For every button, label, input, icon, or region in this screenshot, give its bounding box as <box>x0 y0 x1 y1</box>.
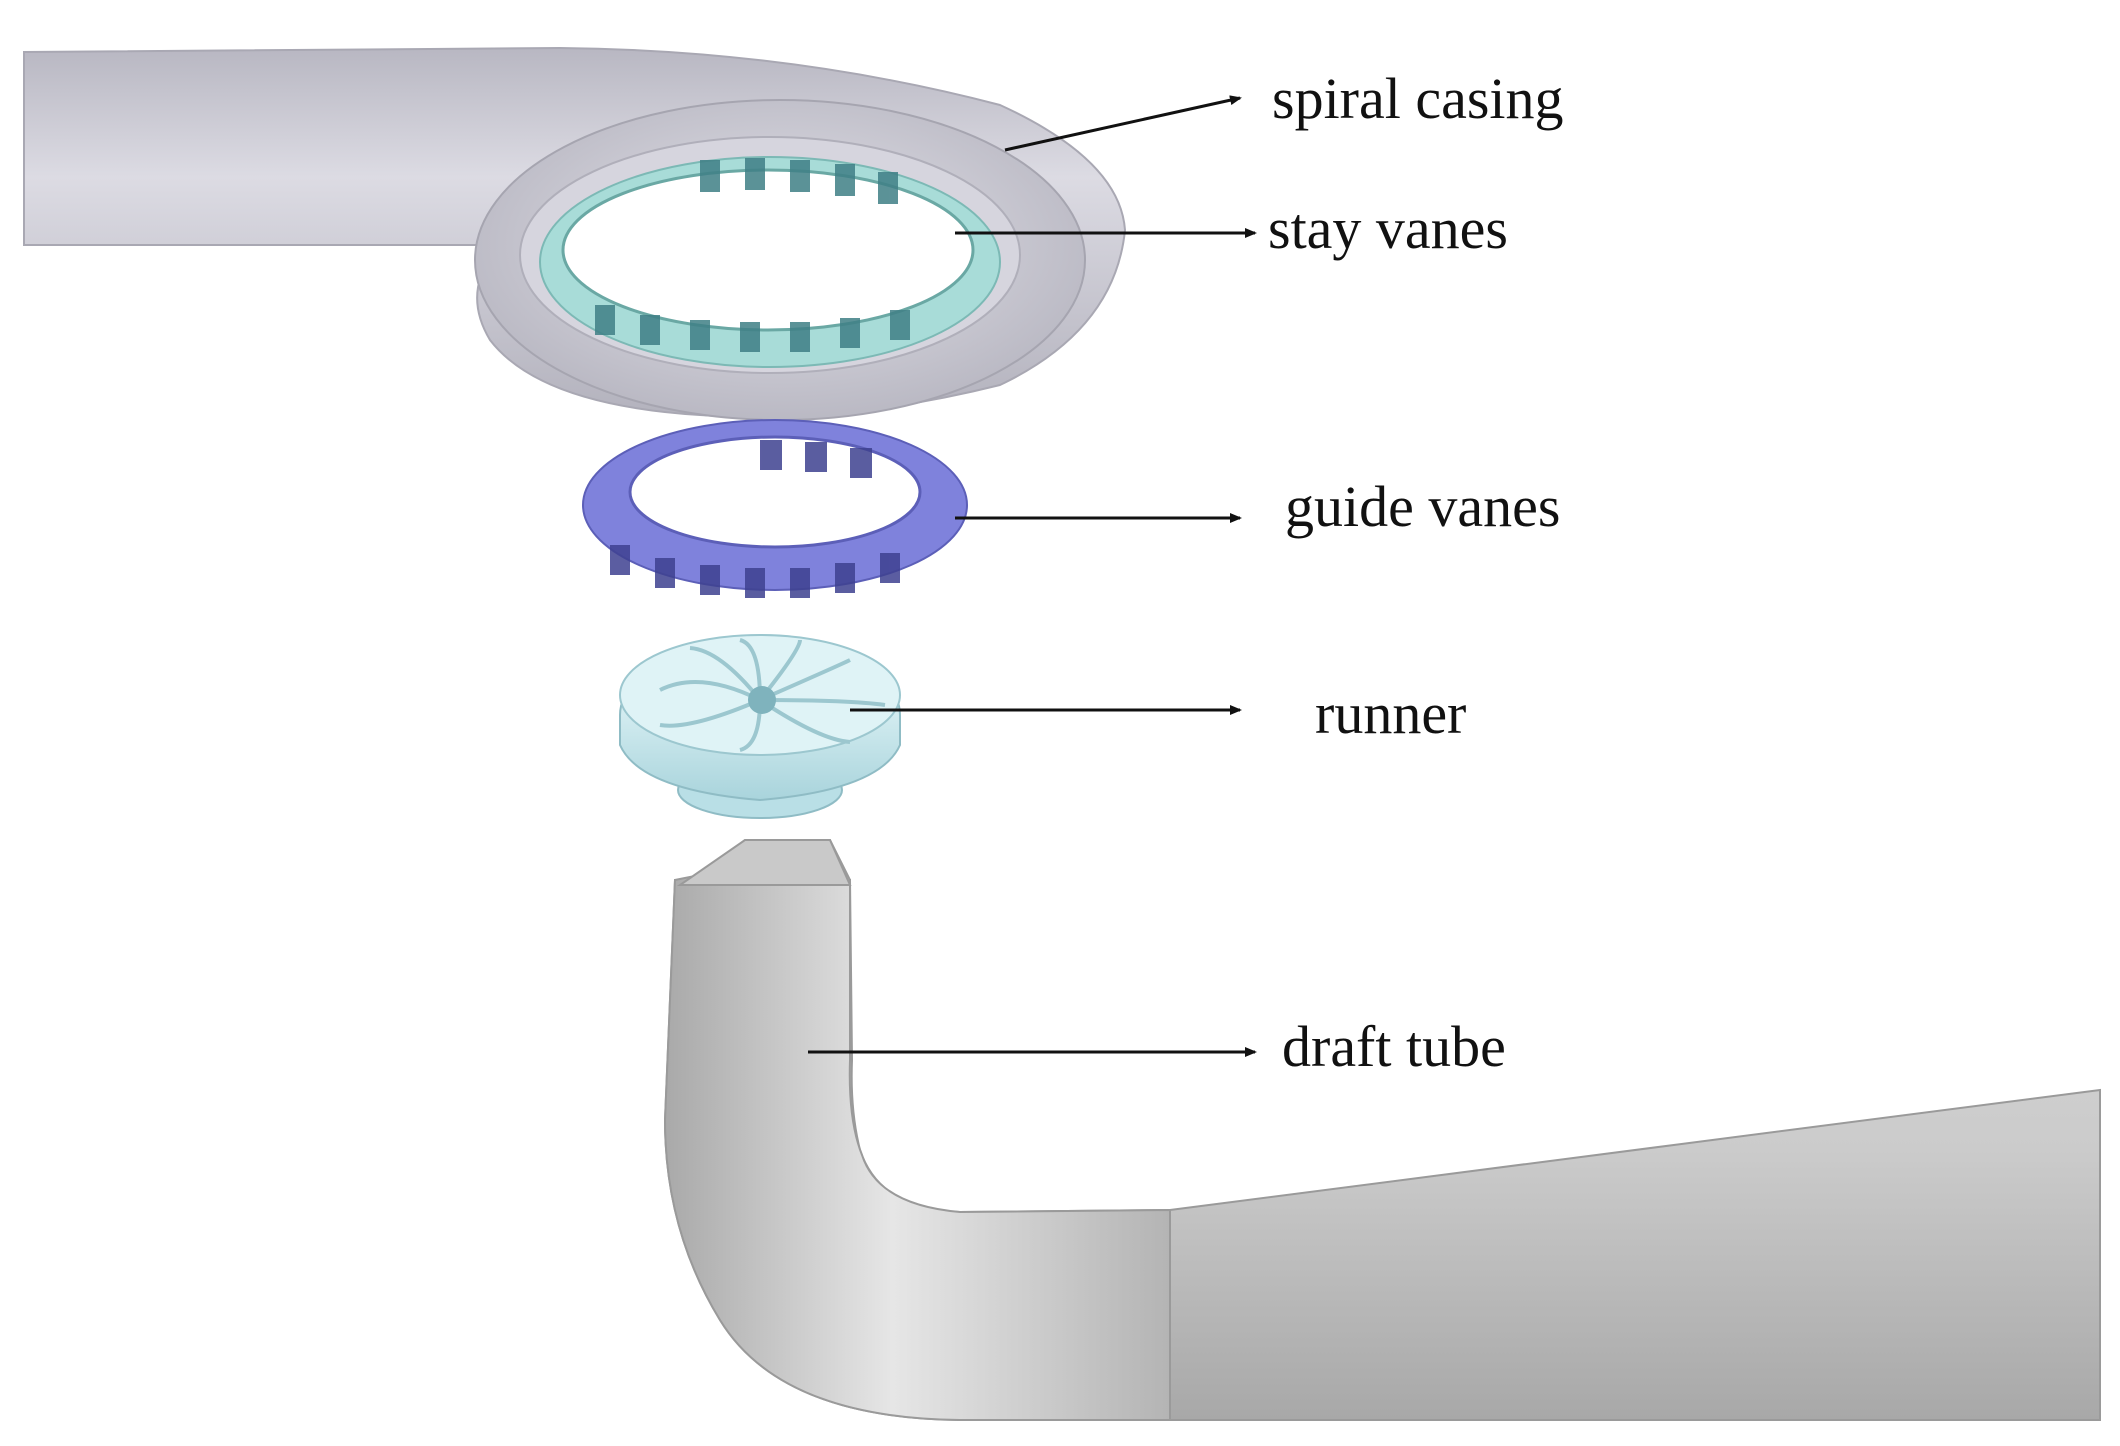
label-draft-tube: draft tube <box>1282 1014 1506 1079</box>
draft-tube <box>663 839 2101 1421</box>
arrow-spiral-casing <box>1004 95 1242 152</box>
stay-vanes-ring <box>539 156 1001 368</box>
leader-arrows <box>808 95 1257 1057</box>
label-stay-vanes: stay vanes <box>1268 196 1508 261</box>
guide-vanes-ring <box>582 419 968 598</box>
runner <box>619 634 901 819</box>
label-runner: runner <box>1315 681 1467 746</box>
label-spiral-casing: spiral casing <box>1272 66 1564 131</box>
label-guide-vanes: guide vanes <box>1285 474 1561 539</box>
